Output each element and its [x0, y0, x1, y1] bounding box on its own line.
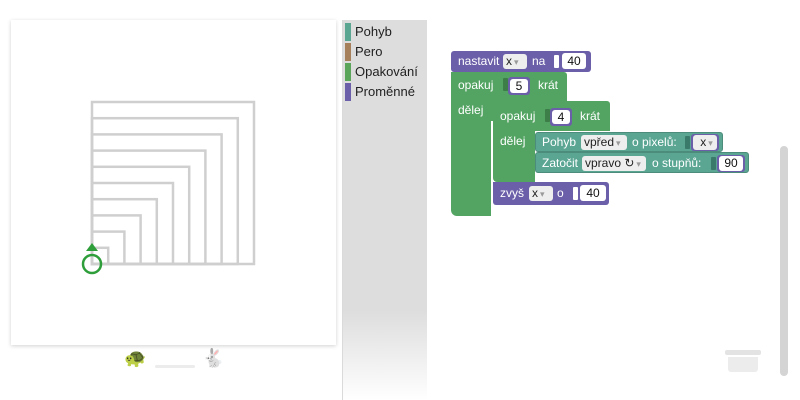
category-color-stripe: [345, 63, 351, 81]
turn-degrees-field[interactable]: 90: [719, 156, 743, 171]
chevron-down-icon: ▾: [708, 138, 713, 148]
toolbox-category-promenne[interactable]: Proměnné: [343, 82, 427, 102]
turtle-heading-icon: [86, 243, 98, 251]
speed-slider-track[interactable]: [155, 365, 195, 368]
repeat-label: opakuj: [458, 78, 494, 92]
set-on-label: na: [532, 54, 546, 68]
move-label: Pohyb: [542, 135, 577, 149]
value-socket: [685, 136, 690, 149]
category-label: Pero: [355, 44, 383, 59]
drawing-svg: [81, 100, 256, 275]
category-color-stripe: [345, 43, 351, 61]
drawn-square: [90, 181, 175, 266]
move-by-label: o pixelů:: [632, 135, 677, 149]
value-socket: [573, 187, 578, 200]
variable-dropdown[interactable]: x▾: [503, 54, 527, 69]
chevron-down-icon: ▾: [616, 138, 621, 148]
outer-repeat-arm: [451, 120, 491, 216]
turtle-icon[interactable]: 🐢: [124, 348, 147, 368]
inner-repeat-count[interactable]: 4: [552, 110, 570, 124]
do-label: dělej: [458, 103, 484, 117]
set-label: nastavit: [458, 54, 500, 68]
trash-lid: [725, 350, 761, 355]
value-socket: [503, 78, 508, 91]
speed-slider[interactable]: 🐢 🐇: [110, 346, 250, 374]
chevron-down-icon: ▾: [540, 189, 545, 199]
inner-repeat-arm: dělej: [493, 130, 535, 182]
move-variable-dropdown[interactable]: x▾: [693, 135, 717, 150]
trash-can: [728, 357, 758, 372]
variable-dropdown[interactable]: x▾: [529, 186, 553, 201]
drawn-square: [90, 214, 142, 266]
category-color-stripe: [345, 83, 351, 101]
turn-direction-dropdown[interactable]: vpravo ↻▾: [582, 156, 646, 171]
chevron-down-icon: ▾: [636, 159, 641, 169]
toolbox-category-pero[interactable]: Pero: [343, 42, 427, 62]
inner-repeat-block[interactable]: opakuj 4 krát: [493, 101, 610, 131]
rabbit-icon[interactable]: 🐇: [202, 348, 225, 368]
value-socket: [545, 109, 550, 122]
set-value-field[interactable]: 40: [562, 53, 586, 69]
toolbox: Pohyb Pero Opakování Proměnné: [343, 20, 427, 400]
trash-icon[interactable]: [725, 350, 761, 372]
move-block[interactable]: Pohyb vpřed▾ o pixelů: x▾: [535, 132, 723, 152]
drawn-square: [90, 116, 240, 266]
times-label: krát: [538, 78, 559, 92]
direction-value: vpravo ↻: [585, 156, 635, 170]
value-socket: [711, 157, 716, 170]
variable-name: x: [532, 186, 538, 200]
do-label: dělej: [500, 134, 526, 148]
increase-value-field[interactable]: 40: [580, 185, 606, 201]
variable-name: x: [506, 54, 512, 68]
chevron-down-icon: ▾: [514, 57, 519, 67]
increase-variable-block[interactable]: zvyš x▾ o 40: [493, 182, 609, 205]
category-label: Opakování: [355, 64, 418, 79]
turtle-body: [81, 253, 103, 275]
repeat-label: opakuj: [500, 109, 536, 123]
variable-name: x: [700, 135, 707, 149]
turn-label: Zatočit: [542, 156, 579, 170]
turtle-canvas: [11, 20, 336, 345]
workspace-scrollbar[interactable]: [780, 146, 788, 376]
set-variable-block[interactable]: nastavit x▾ na 40: [451, 51, 591, 72]
turn-block[interactable]: Zatočit vpravo ↻▾ o stupňů: 90: [535, 152, 749, 173]
increase-by-label: o: [557, 186, 564, 200]
toolbox-category-pohyb[interactable]: Pohyb: [343, 22, 427, 42]
turn-by-label: o stupňů:: [652, 156, 702, 170]
times-label: krát: [580, 109, 601, 123]
toolbox-category-opakovani[interactable]: Opakování: [343, 62, 427, 82]
outer-repeat-count[interactable]: 5: [510, 79, 528, 93]
category-color-stripe: [345, 23, 351, 41]
increase-label: zvyš: [500, 186, 524, 200]
toolbox-fade: [343, 310, 427, 400]
direction-dropdown[interactable]: vpřed▾: [581, 135, 627, 150]
direction-value: vpřed: [584, 135, 615, 149]
category-label: Pohyb: [355, 24, 392, 39]
drawn-square: [90, 100, 256, 266]
category-label: Proměnné: [355, 84, 415, 99]
value-socket: [554, 55, 559, 68]
blocks-workspace[interactable]: Pohyb Pero Opakování Proměnné nastavit x…: [342, 20, 789, 400]
